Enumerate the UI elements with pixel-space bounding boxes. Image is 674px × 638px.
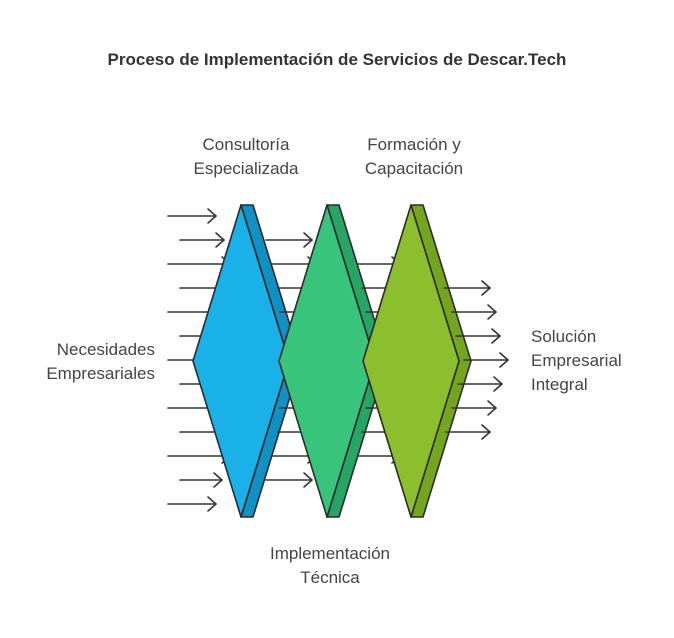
input-arrow bbox=[167, 496, 217, 512]
output-arrow bbox=[443, 280, 491, 296]
output-arrow bbox=[455, 328, 501, 344]
stage-implementacion-chevron bbox=[278, 204, 376, 518]
input-arrow bbox=[167, 208, 217, 224]
input-arrow bbox=[179, 472, 223, 488]
stage-consultoria-chevron bbox=[192, 204, 290, 518]
diagram-title: Proceso de Implementación de Servicios d… bbox=[107, 50, 567, 69]
output-arrow bbox=[451, 304, 497, 320]
stage-formacion-chevron bbox=[362, 204, 460, 518]
input-arrow bbox=[179, 232, 225, 248]
output-arrow bbox=[457, 376, 503, 392]
output-arrow bbox=[445, 424, 491, 440]
flow-arrow-1 bbox=[265, 232, 313, 248]
output-arrow bbox=[463, 352, 509, 368]
flow-arrow-1 bbox=[265, 472, 313, 488]
output-arrow bbox=[451, 400, 497, 416]
